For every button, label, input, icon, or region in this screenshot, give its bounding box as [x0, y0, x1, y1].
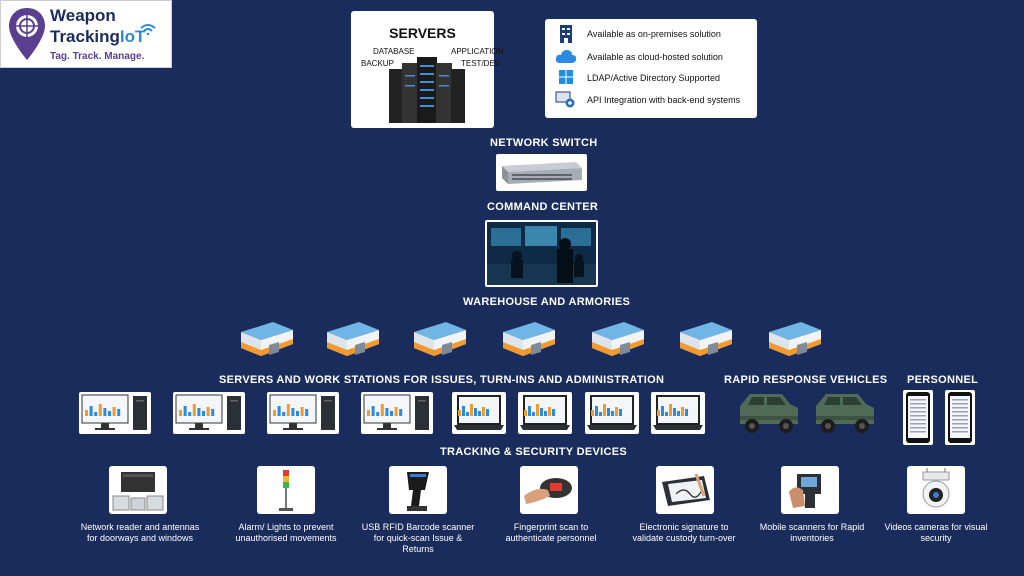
- warehouse-3: [410, 312, 470, 365]
- device-caption: Alarm/ Lights to prevent unauthorised mo…: [235, 522, 337, 543]
- warehouse-4: [499, 312, 559, 365]
- device-image-1: [109, 466, 167, 514]
- desktop-computer-icon: [269, 394, 335, 430]
- section-title-vehicles: RAPID RESPONSE VEHICLES: [724, 374, 888, 386]
- server-label-application: APPLICATION: [451, 47, 504, 56]
- warehouse-1: [237, 312, 297, 365]
- rapid-response-vehicle-1: [736, 388, 802, 443]
- servers-panel: SERVERS DATABASE APPLICATION BACKUP TEST…: [351, 11, 503, 128]
- feature-text: API Integration with back-end systems: [587, 95, 741, 105]
- feature-cloud: Available as cloud-hosted solution: [555, 48, 757, 66]
- section-title-tracking: TRACKING & SECURITY DEVICES: [440, 446, 627, 458]
- command-center-image: [485, 220, 598, 287]
- servers-title: SERVERS: [389, 25, 456, 41]
- warehouse-2: [323, 312, 383, 365]
- warehouse-5: [588, 312, 648, 365]
- device-caption: Electronic signature to validate custody…: [632, 522, 736, 543]
- server-rack-icon: [389, 57, 465, 123]
- laptop-icon: [454, 395, 504, 430]
- feature-text: Available as on-premises solution: [587, 29, 721, 39]
- warehouse-icon: [327, 322, 379, 356]
- warehouse-icon: [680, 322, 732, 356]
- building-icon: [560, 25, 572, 43]
- feature-text: LDAP/Active Directory Supported: [587, 73, 721, 83]
- rfid-reader-icon: [112, 472, 164, 511]
- desktop-workstation-1: [79, 392, 151, 434]
- alarm-light-icon: [279, 470, 293, 511]
- feature-text: Available as cloud-hosted solution: [587, 52, 723, 62]
- laptop-workstation-4: [651, 392, 705, 434]
- logo-tagline: Tag. Track. Manage.: [50, 51, 145, 62]
- network-switch-image: [496, 154, 587, 191]
- rapid-response-vehicle-2: [812, 388, 878, 443]
- feature-api: API Integration with back-end systems: [555, 91, 757, 109]
- laptop-icon: [653, 395, 703, 430]
- warehouse-icon: [769, 322, 821, 356]
- api-gear-icon: [555, 91, 575, 108]
- network-switch-icon: [502, 162, 582, 184]
- server-label-backup: BACKUP: [361, 59, 394, 68]
- logo: Weapon TrackingIoT Tag. Track. Manage.: [0, 0, 172, 68]
- feature-on-premises: Available as on-premises solution: [555, 25, 757, 43]
- armored-vehicle-icon: [740, 394, 798, 433]
- device-image-7: [907, 466, 965, 514]
- device-image-5: [656, 466, 714, 514]
- server-label-database: DATABASE: [373, 47, 415, 56]
- logo-word-weapon: Weapon: [50, 6, 116, 25]
- desktop-workstation-4: [361, 392, 433, 434]
- device-image-2: [257, 466, 315, 514]
- warehouse-icon: [241, 322, 293, 356]
- logo-word-tracking: TrackingIoT: [50, 27, 146, 46]
- smartphone-icon: [948, 392, 972, 443]
- security-camera-icon: [922, 468, 950, 508]
- command-center-scene-icon: [487, 222, 596, 285]
- warehouse-icon: [414, 322, 466, 356]
- laptop-icon: [520, 395, 570, 430]
- device-image-4: [520, 466, 578, 514]
- personnel-phone-2: [945, 390, 975, 445]
- section-title-command-center: COMMAND CENTER: [487, 201, 599, 213]
- desktop-workstation-2: [173, 392, 245, 434]
- laptop-workstation-3: [585, 392, 639, 434]
- server-label-testdev: TEST/DEV: [461, 59, 501, 68]
- desktop-workstation-3: [267, 392, 339, 434]
- fingerprint-icon: [524, 478, 572, 504]
- windows-icon: [559, 70, 573, 84]
- device-caption: Mobile scanners for Rapid inventories: [759, 522, 865, 543]
- desktop-computer-icon: [363, 394, 429, 430]
- laptop-icon: [587, 395, 637, 430]
- location-pin-icon: [9, 8, 45, 60]
- desktop-computer-icon: [175, 394, 241, 430]
- device-caption: USB RFID Barcode scanner for quick-scan …: [361, 522, 475, 554]
- device-image-6: [781, 466, 839, 514]
- laptop-workstation-1: [452, 392, 506, 434]
- cloud-icon: [555, 50, 577, 63]
- desktop-computer-icon: [81, 394, 147, 430]
- section-title-personnel: PERSONNEL: [907, 374, 979, 386]
- device-caption: Videos cameras for visual security: [884, 522, 988, 543]
- signature-pad-icon: [662, 473, 710, 506]
- personnel-phone-1: [903, 390, 933, 445]
- laptop-workstation-2: [518, 392, 572, 434]
- device-caption: Network reader and antennas for doorways…: [80, 522, 200, 543]
- feature-ldap: LDAP/Active Directory Supported: [555, 69, 757, 87]
- warehouse-7: [765, 312, 825, 365]
- mobile-scanner-icon: [789, 474, 821, 508]
- barcode-scanner-icon: [407, 472, 429, 511]
- device-caption: Fingerprint scan to authenticate personn…: [505, 522, 597, 543]
- section-title-warehouse: WAREHOUSE AND ARMORIES: [463, 296, 631, 308]
- device-image-3: [389, 466, 447, 514]
- warehouse-icon: [592, 322, 644, 356]
- features-panel: Available as on-premises solution Availa…: [545, 19, 757, 118]
- smartphone-icon: [906, 392, 930, 443]
- wifi-icon: [140, 24, 156, 35]
- warehouse-6: [676, 312, 736, 365]
- warehouse-icon: [503, 322, 555, 356]
- armored-vehicle-icon: [816, 394, 874, 433]
- section-title-workstations: SERVERS AND WORK STATIONS FOR ISSUES, TU…: [219, 374, 665, 386]
- section-title-network-switch: NETWORK SWITCH: [490, 137, 598, 149]
